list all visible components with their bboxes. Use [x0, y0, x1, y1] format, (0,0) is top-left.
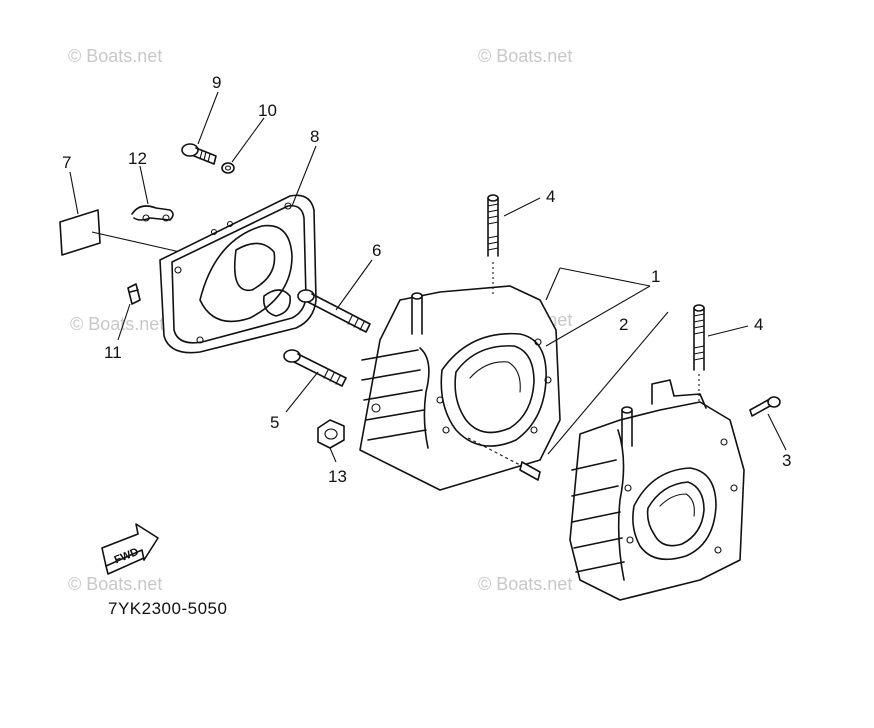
callout-7: 7 — [62, 153, 71, 172]
leader-lines — [503, 197, 749, 455]
head-cover-part — [159, 145, 317, 354]
callout-12: 12 — [128, 149, 147, 168]
callout-6: 6 — [372, 241, 381, 260]
tab-part — [117, 283, 141, 341]
clip-part — [131, 165, 174, 222]
callout-5: 5 — [270, 413, 279, 432]
bolt-part-5 — [283, 349, 347, 413]
watermark: © Boats.net — [68, 574, 162, 594]
callout-8: 8 — [310, 127, 319, 146]
part-code: 7YK2300-5050 — [108, 599, 227, 618]
watermark: © Boats.net — [478, 574, 572, 594]
callout-13: 13 — [328, 467, 347, 486]
callout-9: 9 — [212, 73, 221, 92]
watermark: © Boats.net — [68, 46, 162, 66]
callout-4: 4 — [546, 187, 555, 206]
label-plate-part — [59, 171, 181, 256]
nut-part — [317, 419, 345, 463]
fwd-arrow: FWD — [101, 523, 159, 575]
bolt-part-6 — [297, 259, 373, 333]
watermark: © Boats.net — [70, 314, 164, 334]
callout-2: 2 — [619, 315, 628, 334]
callout-11: 11 — [104, 343, 122, 362]
bolt-part-3 — [749, 396, 787, 451]
washer-part — [221, 117, 265, 174]
callout-10: 10 — [258, 101, 277, 120]
callout-labels: 1 2 3 4 4 5 6 7 8 9 10 11 12 13 — [62, 73, 791, 486]
cylinder-part — [359, 194, 561, 491]
crankcase-part — [569, 304, 745, 601]
watermark: © Boats.net — [478, 46, 572, 66]
callout-4: 4 — [754, 315, 763, 334]
bolt-part-9 — [181, 91, 219, 165]
callout-3: 3 — [782, 451, 791, 470]
callout-1: 1 — [651, 267, 660, 286]
